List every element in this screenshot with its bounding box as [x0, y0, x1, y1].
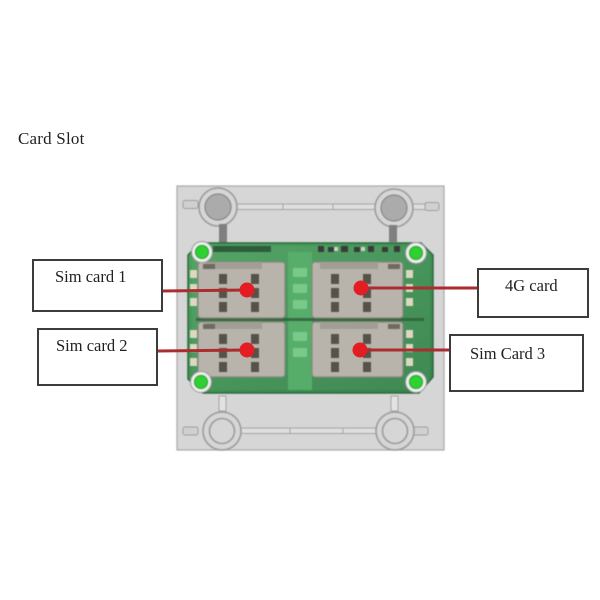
smd-components	[318, 246, 400, 252]
mounting-boss-bottom-right	[375, 395, 415, 451]
pcb-corner-led-bottom-right	[405, 371, 427, 393]
pcb-corner-led-bottom-left	[190, 371, 212, 393]
callout-line-sim-card-2	[157, 348, 248, 353]
mounting-boss-top-left	[198, 187, 238, 243]
pcb-corner-led-top-right	[405, 242, 427, 264]
callout-box-sim-card-2: Sim card 2	[37, 328, 158, 386]
callout-marker-sim-card-3	[352, 342, 368, 358]
callout-marker-sim-card-1	[239, 282, 255, 298]
callout-label: Sim card 1	[55, 267, 127, 286]
callout-label: Sim Card 3	[470, 344, 546, 363]
solder-pads	[190, 270, 413, 366]
callout-marker-4g-card	[353, 280, 369, 296]
device-housing	[176, 185, 445, 451]
callout-box-sim-card-3: Sim Card 3	[449, 334, 584, 392]
callout-label: Sim card 2	[56, 336, 128, 355]
callout-label: 4G card	[505, 276, 558, 295]
callout-marker-sim-card-2	[239, 342, 255, 358]
pcb-board	[187, 241, 434, 394]
callout-line-sim-card-1	[162, 288, 248, 293]
callout-box-sim-card-1: Sim card 1	[32, 259, 163, 312]
callout-box-4g-card: 4G card	[477, 268, 589, 318]
mounting-boss-bottom-left	[202, 395, 242, 451]
page-title: Card Slot	[18, 129, 85, 148]
callout-connectors	[157, 280, 477, 358]
mounting-boss-top-right	[374, 188, 414, 242]
pcb-corner-led-top-left	[191, 241, 213, 263]
